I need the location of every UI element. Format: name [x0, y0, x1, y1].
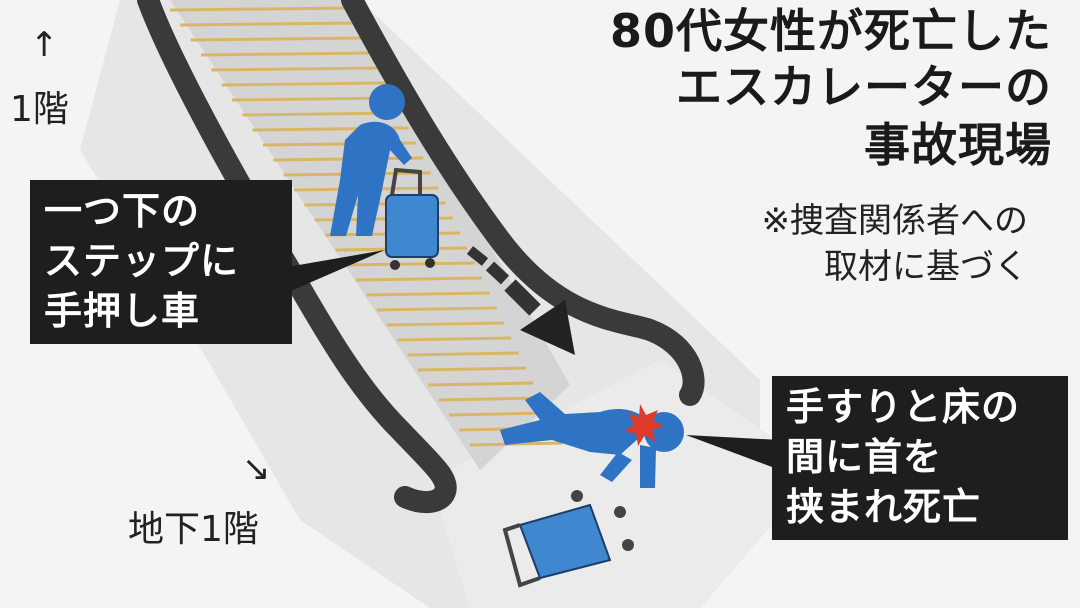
down-arrow-icon: ↘: [242, 449, 271, 489]
step-stripe: [345, 261, 475, 267]
person-fallen-icon: [500, 392, 684, 488]
person-standing-icon: [330, 84, 412, 236]
step-stripe: [397, 336, 512, 342]
accident-callout-pointer: [686, 435, 780, 470]
step-stripe: [211, 66, 380, 72]
right-handrail: [341, 0, 705, 406]
fall-direction-arrow: [466, 246, 575, 355]
cart-callout-pointer: [270, 250, 385, 300]
step-stripe: [169, 6, 351, 12]
floor-label-b1f: 地下1階: [128, 509, 259, 550]
note-line-1: ※捜査関係者への: [761, 201, 1029, 241]
callout-cart-line-3: 手押し車: [44, 289, 201, 333]
impact-burst-icon: [624, 404, 664, 446]
left-handrail: [137, 0, 457, 513]
up-arrow-icon: ↑: [30, 25, 59, 65]
step-stripe: [407, 351, 519, 357]
callout-cart-line-2: ステップに: [44, 239, 240, 283]
callout-cart: 一つ下の ステップに 手押し車: [30, 180, 292, 344]
callout-accident: 手すりと床の 間に首を 挟まれ死亡: [772, 376, 1068, 540]
callout-accident-line-3: 挟まれ死亡: [786, 485, 982, 529]
title-line-1: 80代女性が死亡した: [609, 4, 1052, 58]
step-stripe: [231, 96, 395, 102]
step-stripe: [448, 411, 549, 417]
step-stripe: [221, 81, 387, 87]
hand-cart-upper-icon: [385, 167, 439, 270]
callout-accident-line-2: 間に首を: [786, 435, 943, 479]
callout-accident-line-1: 手すりと床の: [786, 385, 1021, 429]
step-stripe: [190, 36, 365, 42]
note-line-2: 取材に基づく: [824, 247, 1028, 287]
step-stripe: [180, 21, 358, 27]
callout-cart-line-1: 一つ下の: [44, 189, 201, 233]
step-stripe: [428, 381, 534, 387]
step-stripe: [417, 366, 527, 372]
title-line-2: エスカレーターの: [676, 60, 1052, 114]
step-stripe: [366, 291, 490, 297]
step-stripe: [469, 441, 563, 447]
step-stripe: [386, 321, 505, 327]
hand-cart-fallen-icon: [502, 490, 634, 588]
step-stripe: [200, 51, 373, 57]
floor-label-1f: 1階: [10, 89, 69, 130]
step-stripe: [376, 306, 497, 312]
step-stripe: [355, 276, 483, 282]
step-stripe: [438, 396, 541, 402]
title-line-3: 事故現場: [864, 118, 1052, 172]
